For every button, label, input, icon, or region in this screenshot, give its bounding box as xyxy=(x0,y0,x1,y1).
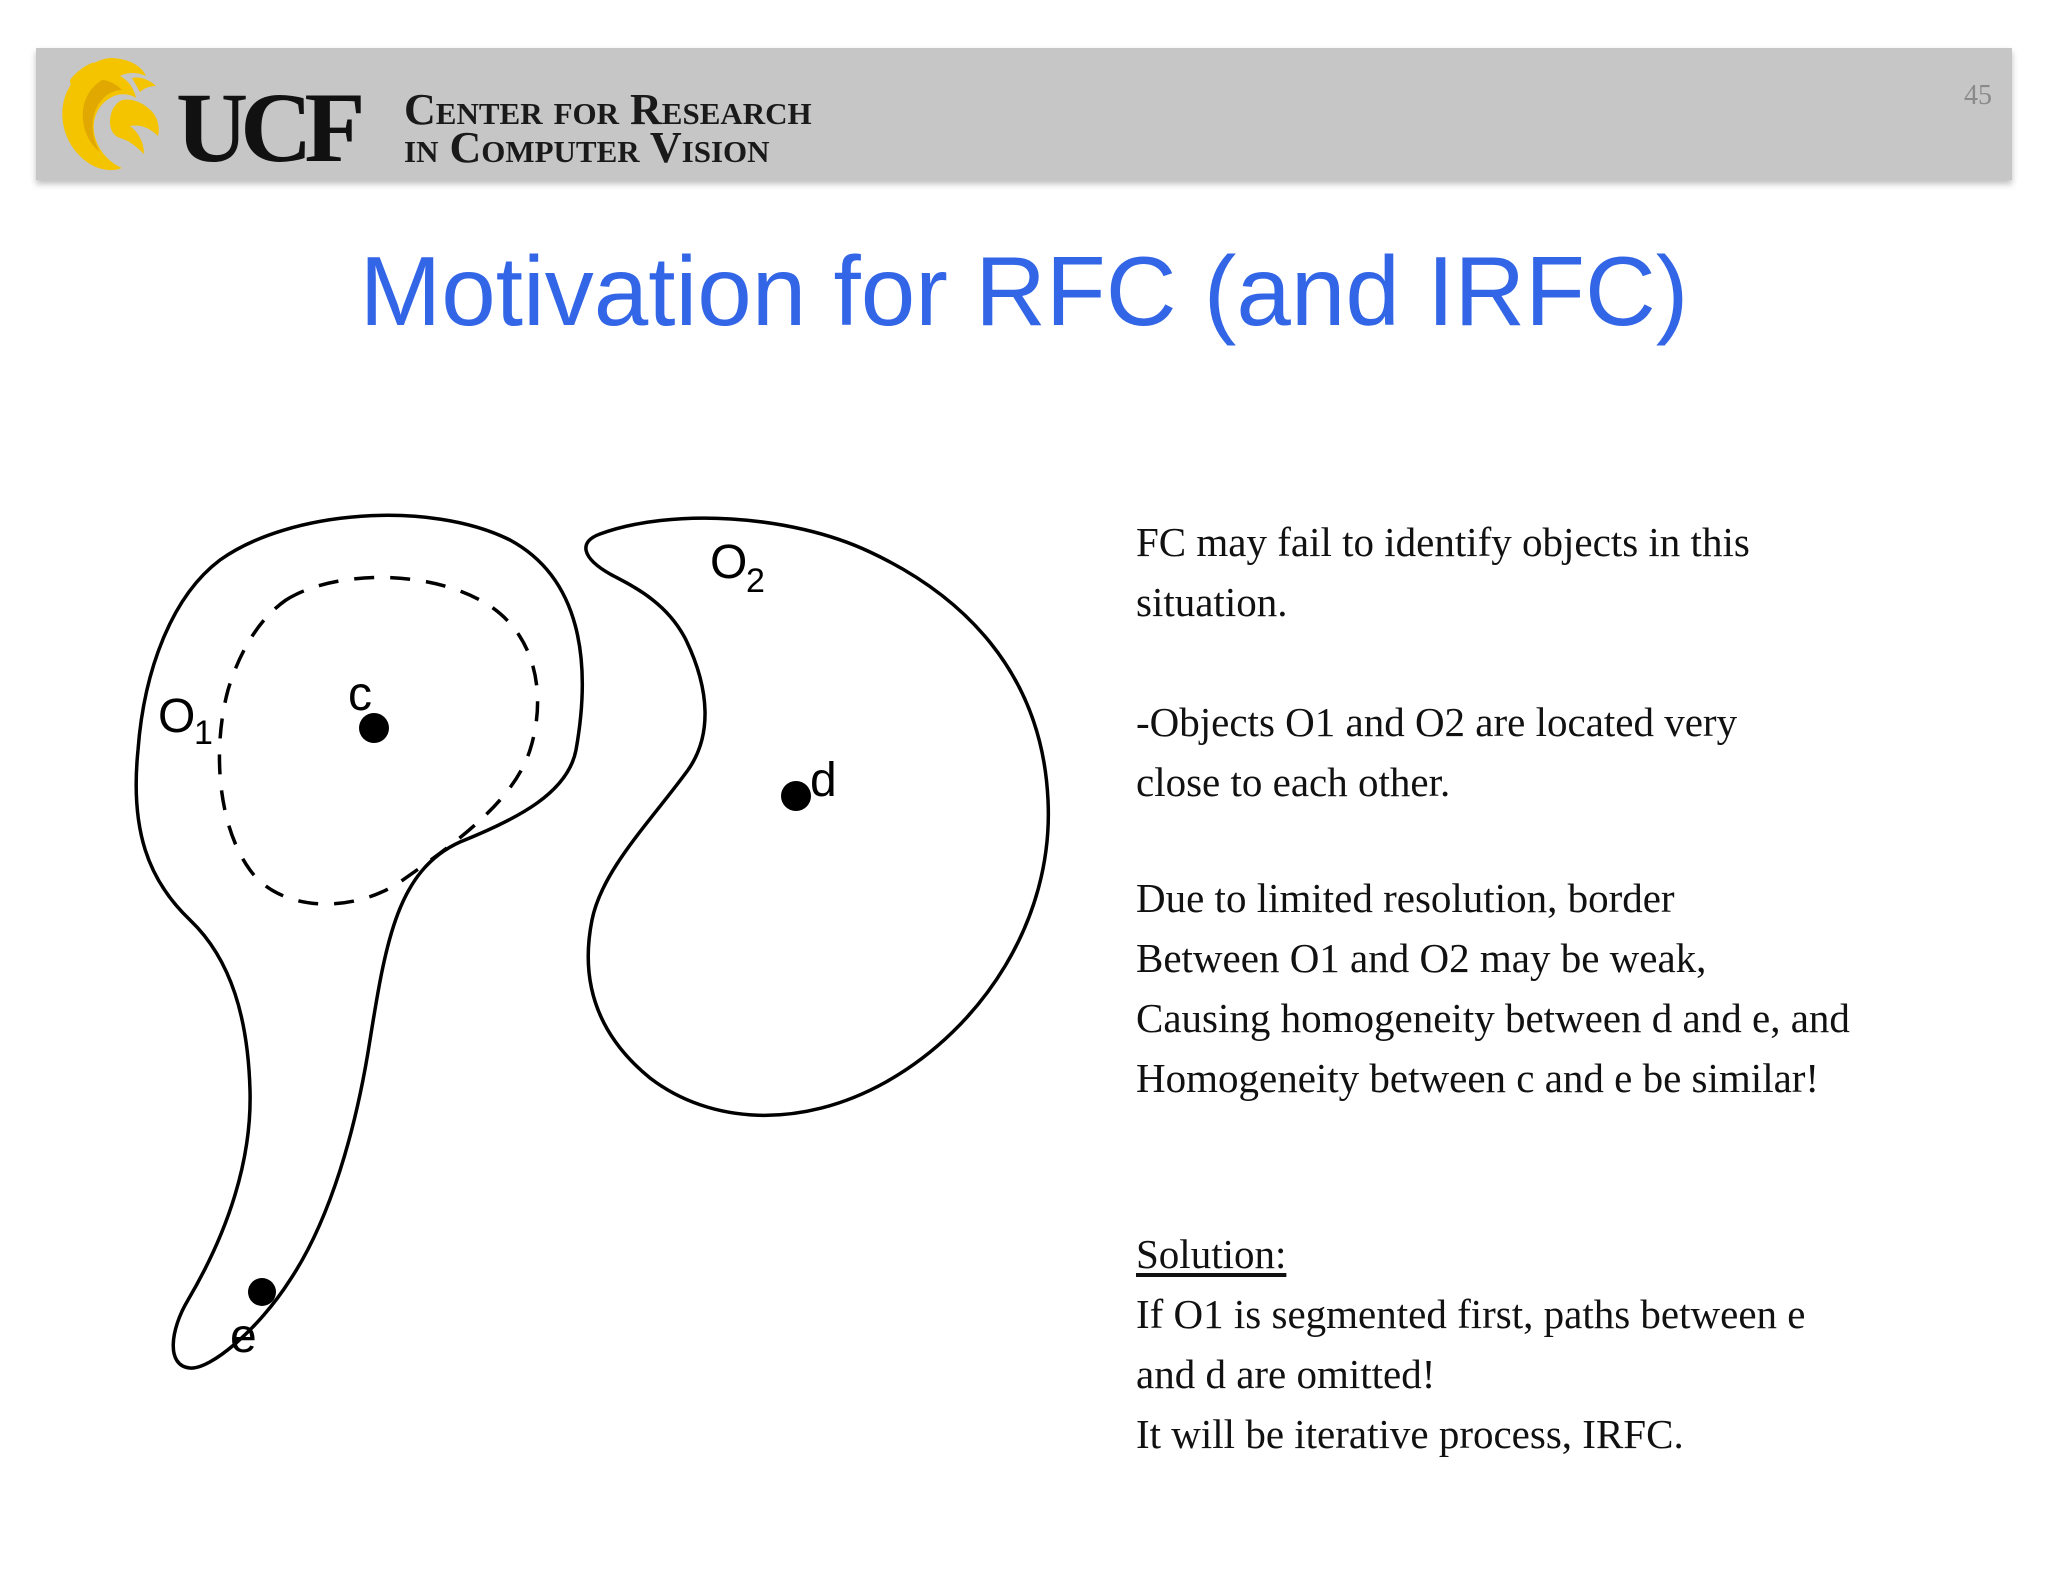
point-e-dot xyxy=(248,1278,276,1306)
p1-line1: FC may fail to identify objects in this xyxy=(1136,519,1750,565)
solution-line1: If O1 is segmented first, paths between … xyxy=(1136,1291,1806,1337)
object-o1-boundary xyxy=(134,513,585,1370)
paragraph-2: -Objects O1 and O2 are located very clos… xyxy=(1136,692,2016,812)
p3-line1: Due to limited resolution, border xyxy=(1136,875,1675,921)
label-point-c: c xyxy=(348,668,372,721)
object-diagram: O 1 O 2 c d e xyxy=(134,513,1051,1370)
p2-line1: -Objects O1 and O2 are located very xyxy=(1136,699,1738,745)
solution-line2: and d are omitted! xyxy=(1136,1351,1436,1397)
point-c-dot xyxy=(359,713,389,743)
label-o1: O xyxy=(158,690,195,743)
p3-line4: Homogeneity between c and e be similar! xyxy=(1136,1055,1820,1101)
object-o2-boundary xyxy=(584,516,1051,1118)
label-o2: O xyxy=(710,536,747,589)
label-o2-subscript: 2 xyxy=(746,562,765,600)
p1-line2: situation. xyxy=(1136,579,1288,625)
label-o1-subscript: 1 xyxy=(194,714,213,752)
solution-heading: Solution: xyxy=(1136,1231,1287,1277)
p3-line2: Between O1 and O2 may be weak, xyxy=(1136,935,1707,981)
slide-title: Motivation for RFC (and IRFC) xyxy=(359,236,1689,346)
paragraph-1: FC may fail to identify objects in this … xyxy=(1136,512,2016,632)
header-bar xyxy=(36,48,2012,180)
solution-block: Solution: If O1 is segmented first, path… xyxy=(1136,1224,2016,1464)
point-d-dot xyxy=(781,781,811,811)
org-name-line2: in Computer Vision xyxy=(404,123,770,172)
p3-line3: Causing homogeneity between d and e, and xyxy=(1136,995,1850,1041)
object-o1-core-dashed xyxy=(217,575,540,906)
paragraph-3: Due to limited resolution, border Betwee… xyxy=(1136,868,2016,1108)
ucf-logo-text: UCF xyxy=(176,72,366,183)
slide-number: 45 xyxy=(1964,80,1992,111)
label-point-e: e xyxy=(230,1310,257,1363)
body-text: FC may fail to identify objects in this … xyxy=(1136,512,2016,1464)
ucf-pegasus-logo-icon xyxy=(62,58,159,171)
p2-line2: close to each other. xyxy=(1136,759,1451,805)
label-point-d: d xyxy=(810,754,837,807)
solution-line3: It will be iterative process, IRFC. xyxy=(1136,1411,1684,1457)
org-name-line1: Center for Research xyxy=(404,85,812,134)
